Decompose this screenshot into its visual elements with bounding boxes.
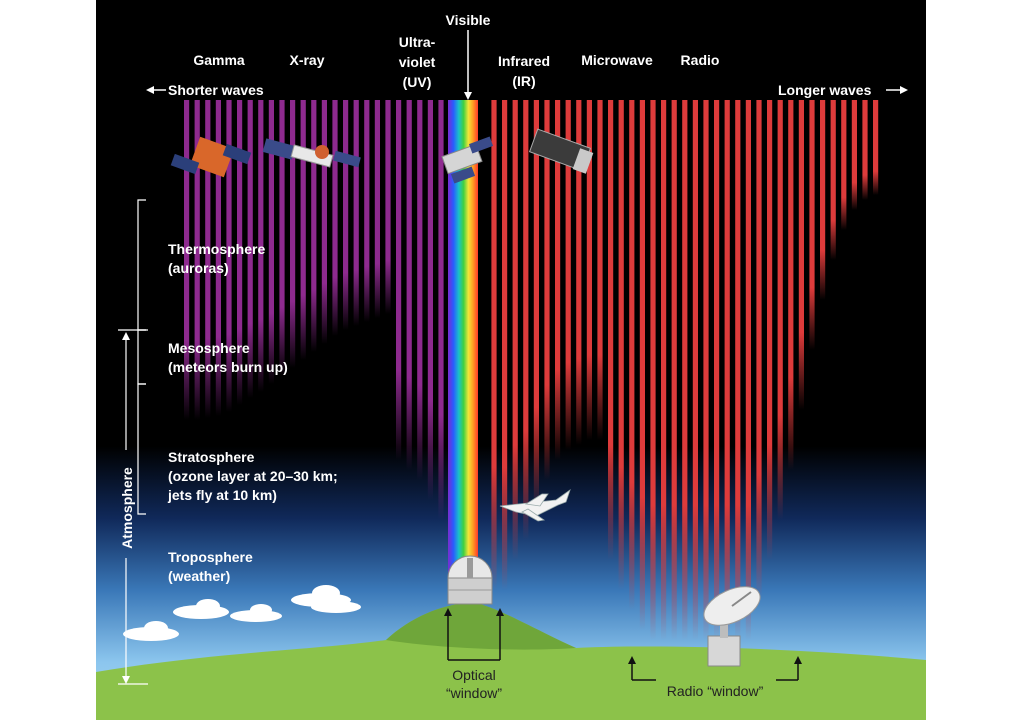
wavelength-stripe: [586, 100, 592, 440]
wavelength-stripe: [682, 100, 688, 640]
wavelength-stripe: [639, 100, 645, 630]
wavelength-stripe: [343, 100, 349, 330]
wavelength-stripe: [608, 100, 614, 560]
troposphere-label: Troposphere (weather): [168, 549, 253, 584]
wavelength-stripe: [258, 100, 264, 392]
wavelength-stripe: [767, 100, 773, 560]
gamma-label: Gamma: [193, 52, 245, 68]
wavelength-stripe: [565, 100, 571, 450]
atmosphere-bracket: [118, 199, 148, 685]
wavelength-stripe: [597, 100, 603, 440]
longer-arrow-icon: [900, 86, 908, 94]
wavelength-stripe: [523, 100, 529, 540]
optical-window-arrows: [447, 612, 501, 661]
wavelength-stripe: [714, 100, 720, 640]
wavelength-stripe: [215, 100, 221, 416]
radio-window-label: Radio “window”: [666, 683, 764, 699]
optical-window-label: Optical “window”: [445, 667, 503, 701]
observatory-icon: [447, 555, 493, 605]
wavelength-stripe: [194, 100, 200, 420]
wavelength-stripe: [438, 100, 444, 520]
wavelength-stripe: [385, 100, 391, 314]
wavelength-stripe: [745, 100, 751, 640]
xray-satellite-icon: [262, 138, 361, 168]
clouds: [123, 585, 361, 641]
wavelength-stripe: [555, 100, 561, 460]
gamma-satellite-icon: [170, 136, 252, 178]
wavelength-stripe: [226, 100, 232, 412]
wavelength-stripe: [629, 100, 635, 610]
wavelength-stripe: [417, 100, 423, 480]
wavelength-stripe: [820, 100, 826, 300]
wavelength-stripe: [512, 100, 518, 560]
wavelength-stripe: [650, 100, 656, 640]
wavelength-stripe: [396, 100, 402, 460]
microwave-label: Microwave: [581, 52, 653, 68]
wavelength-stripe: [788, 100, 794, 470]
wavelength-stripe: [692, 100, 698, 640]
wavelength-stripe: [268, 100, 274, 384]
mesosphere-label: Mesosphere (meteors burn up): [168, 340, 288, 375]
wavelength-stripe: [533, 100, 539, 510]
wavelength-stripe: [809, 100, 815, 350]
wavelength-stripe: [321, 100, 327, 344]
radio-label: Radio: [680, 52, 720, 68]
wavelength-stripe: [724, 100, 730, 640]
wavelength-stripes: [184, 100, 879, 640]
airplane-icon: [499, 488, 571, 522]
thermosphere-label: Thermosphere (auroras): [168, 241, 266, 276]
hill: [386, 603, 576, 650]
longer-waves-label: Longer waves: [778, 82, 872, 98]
uv-label: Ultra- violet (UV): [398, 34, 436, 90]
wavelength-stripe: [290, 100, 296, 368]
xray-label: X-ray: [289, 52, 325, 68]
wavelength-stripe: [300, 100, 306, 360]
wavelength-stripe: [427, 100, 433, 500]
ir-label: Infrared (IR): [497, 53, 551, 89]
wavelength-stripe: [703, 100, 709, 640]
wavelength-stripe: [798, 100, 804, 410]
wavelength-stripe: [491, 100, 497, 590]
wavelength-stripe: [756, 100, 762, 600]
wavelength-stripe: [830, 100, 836, 260]
wavelength-stripe: [205, 100, 211, 418]
atmosphere-label: Atmosphere: [119, 467, 135, 549]
wavelength-stripe: [618, 100, 624, 590]
visible-label: Visible: [445, 12, 491, 28]
shorter-arrow-icon: [146, 86, 154, 94]
wavelength-stripe: [311, 100, 317, 352]
wavelength-stripe: [661, 100, 667, 640]
shorter-waves-label: Shorter waves: [168, 82, 264, 98]
wavelength-stripe: [851, 100, 857, 210]
wavelength-stripe: [184, 100, 190, 420]
wavelength-stripe: [862, 100, 868, 200]
wavelength-stripe: [671, 100, 677, 640]
wavelength-stripe: [873, 100, 879, 195]
wavelength-stripe: [777, 100, 783, 520]
wavelength-stripe: [841, 100, 847, 230]
wavelength-stripe: [576, 100, 582, 445]
visible-band: [448, 100, 478, 590]
wavelength-stripe: [353, 100, 359, 326]
wavelength-stripe: [502, 100, 508, 590]
wavelength-stripe: [364, 100, 370, 322]
wavelength-stripe: [544, 100, 550, 480]
wavelength-stripe: [735, 100, 741, 640]
radio-telescope-icon: [703, 586, 761, 667]
wavelength-stripe: [247, 100, 253, 398]
wavelength-stripe: [237, 100, 243, 405]
spectrum-diagram: Gamma X-ray Ultra- violet (UV) Visible I…: [96, 0, 926, 720]
uv-satellite-icon: [441, 136, 494, 184]
wavelength-stripe: [406, 100, 412, 470]
wavelength-stripe: [374, 100, 380, 318]
wavelength-stripe: [332, 100, 338, 336]
stratosphere-label: Stratosphere (ozone layer at 20–30 km; j…: [168, 449, 338, 503]
sky-background: [96, 0, 926, 720]
wavelength-stripe: [279, 100, 285, 376]
ground: [96, 603, 926, 720]
ir-satellite-icon: [528, 128, 594, 174]
diagram-canvas: [96, 0, 926, 720]
